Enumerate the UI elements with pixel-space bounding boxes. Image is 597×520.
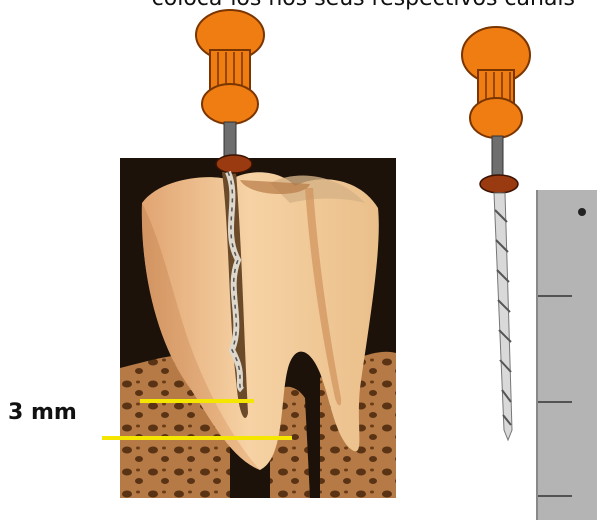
right-endodontic-file-icon (462, 27, 530, 440)
ruler-markings (538, 190, 597, 520)
left-endodontic-file-icon (196, 10, 264, 390)
measurement-label: 3 mm (8, 400, 77, 425)
ruler-icon (536, 190, 597, 520)
